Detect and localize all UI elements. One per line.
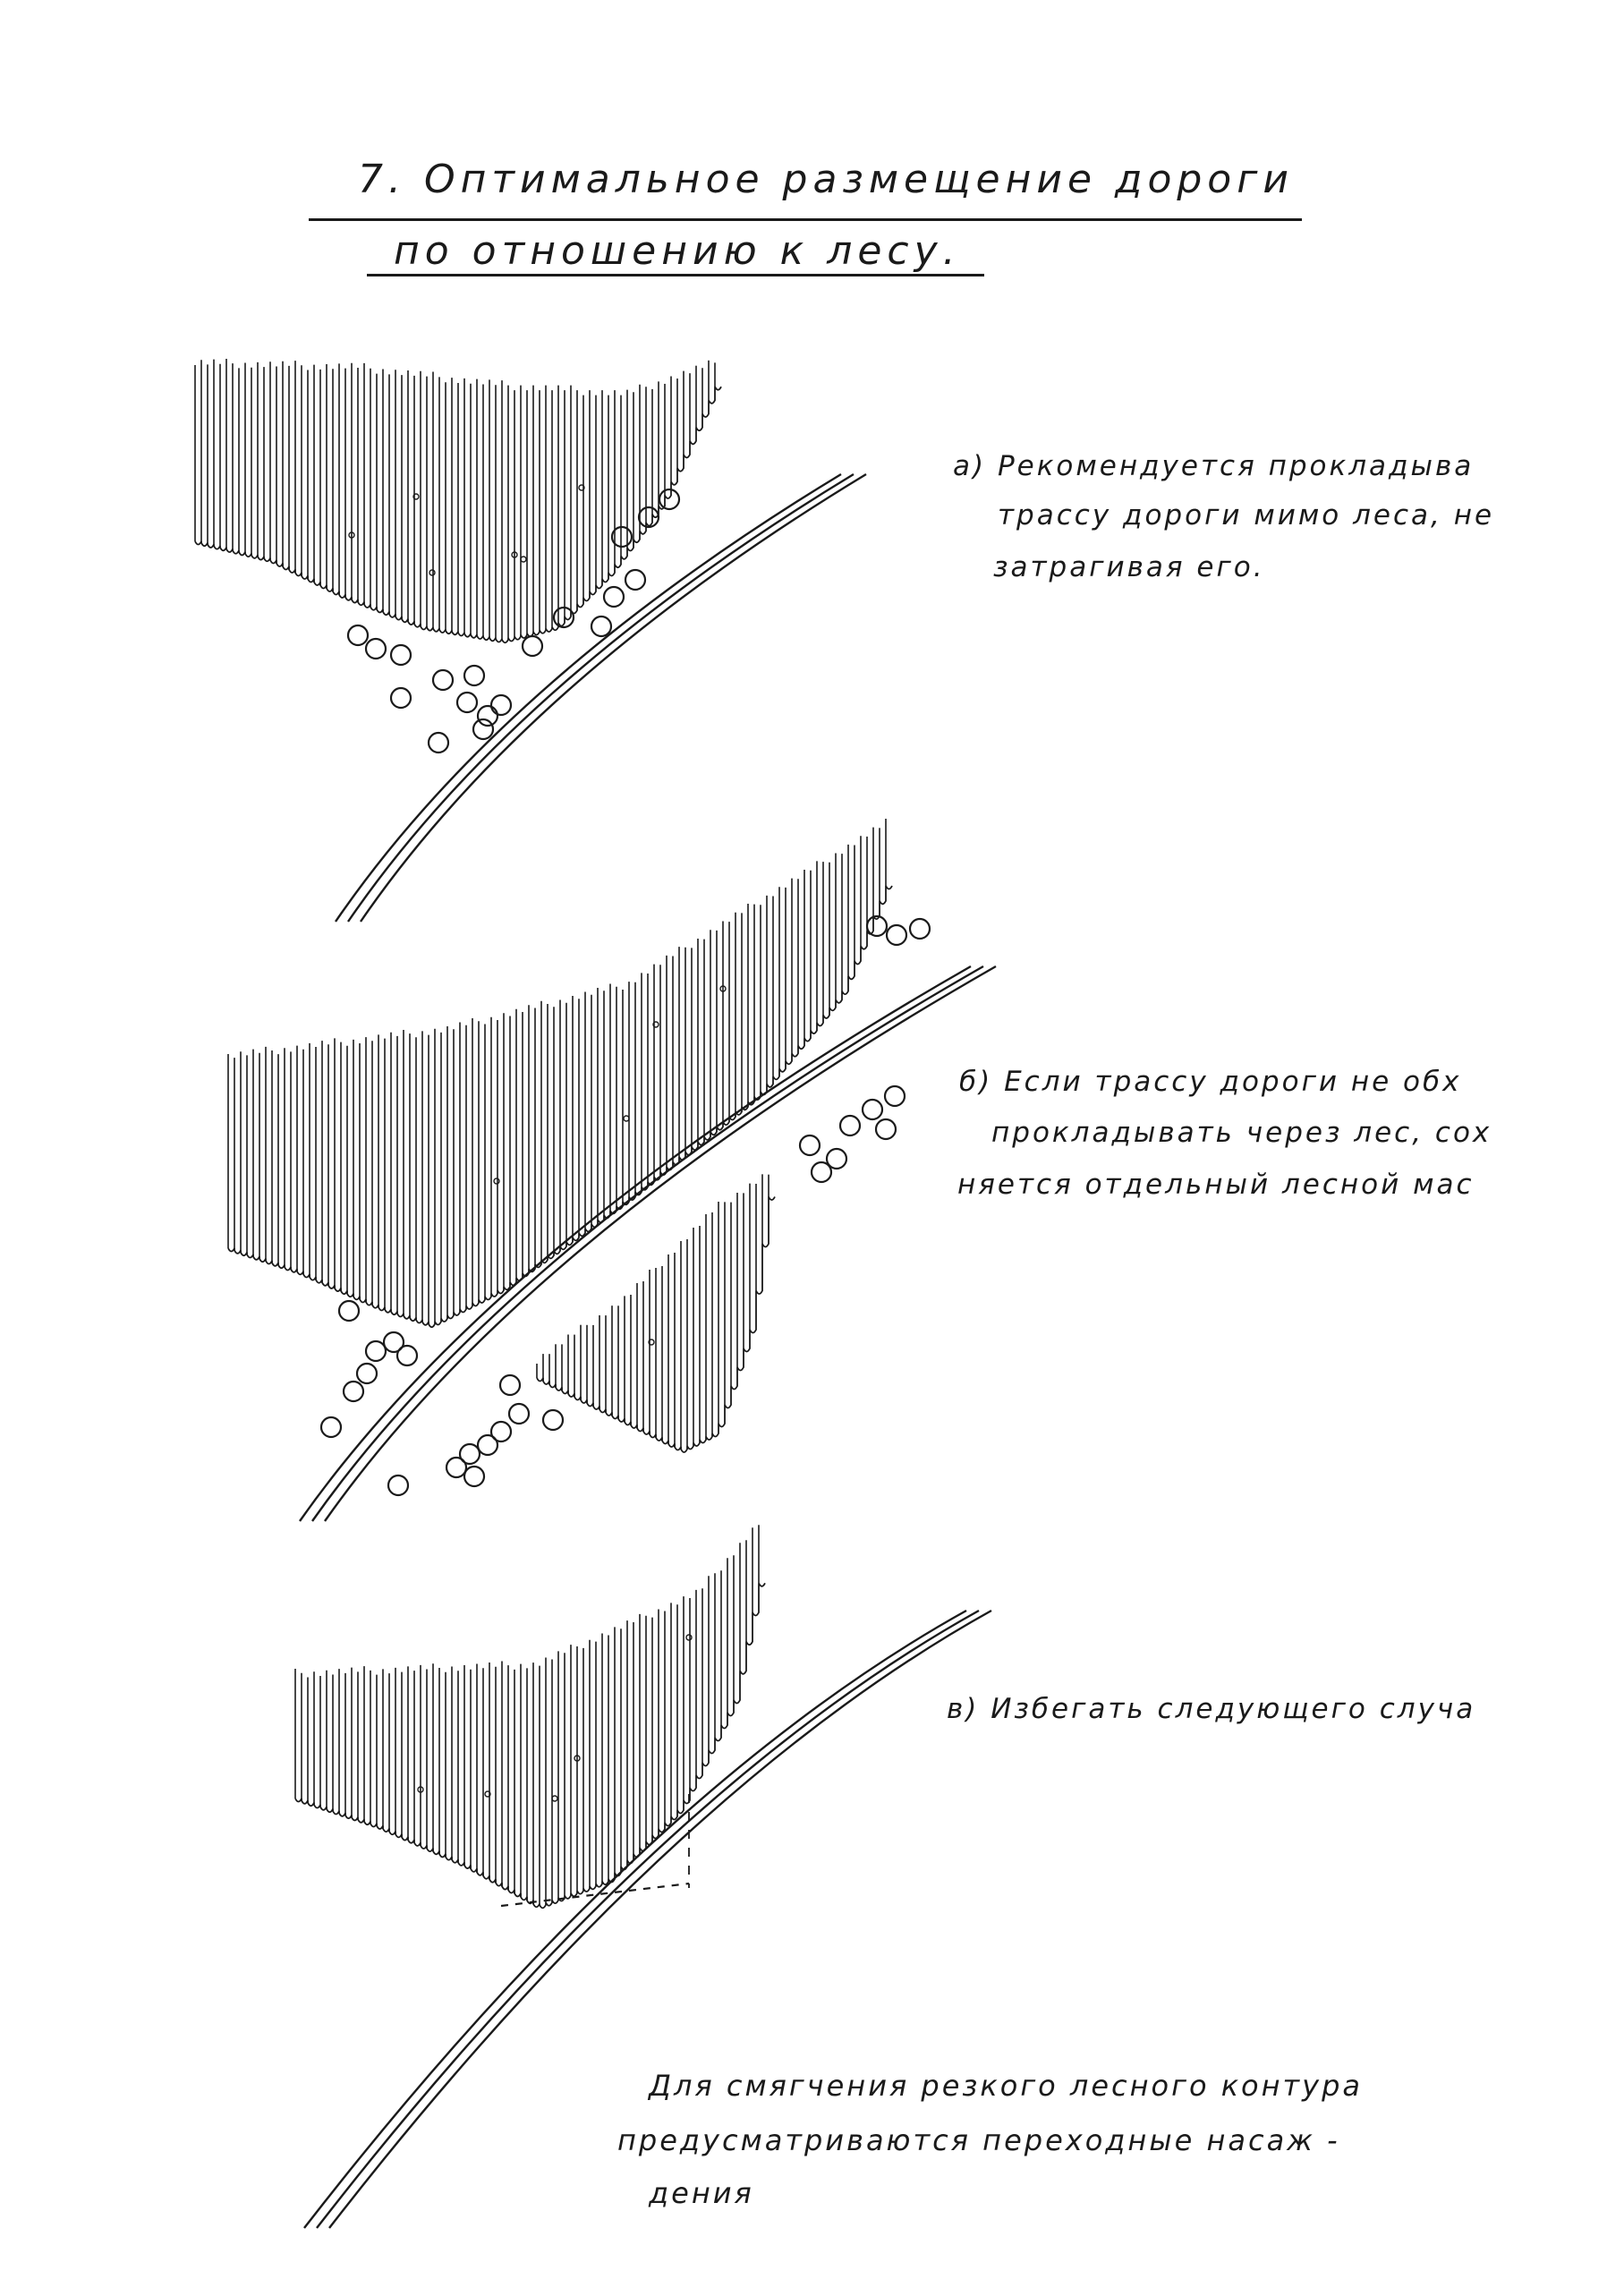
- title-line-2: по отношению к лесу.: [394, 228, 961, 274]
- forest-b-island: [536, 1174, 776, 1453]
- note-line-3: дения: [649, 2176, 754, 2210]
- diagram-c: [294, 1525, 992, 2229]
- note-line-2: предусматриваются переходные насаж -: [617, 2123, 1340, 2157]
- trees-b: [319, 914, 931, 1497]
- trees-a: [346, 488, 681, 754]
- road-b: [299, 965, 997, 1522]
- title-underline-2: [367, 274, 984, 276]
- road-c: [303, 1609, 992, 2229]
- road-a: [335, 472, 867, 923]
- note-line-1: Для смягчения резкого лесного контура: [649, 2069, 1364, 2103]
- forest-b-main: [227, 819, 893, 1329]
- caption-b-line-1: б) Если трассу дороги не обх: [959, 1066, 1462, 1098]
- title-line-1: 7. Оптимальное размещение дороги: [358, 157, 1294, 202]
- diagram-b: [227, 819, 997, 1522]
- caption-b-line-2: прокладывать через лес, сох: [991, 1117, 1492, 1149]
- forest-a: [194, 358, 722, 644]
- caption-c-line-1: в) Избегать следующего случа: [947, 1693, 1476, 1725]
- dashed-contour-c: [500, 1882, 690, 1908]
- caption-a-line-1: а) Рекомендуется прокладыва: [953, 450, 1475, 482]
- diagram-a: [194, 358, 867, 923]
- caption-a-line-2: трассу дороги мимо леса, не: [998, 499, 1495, 531]
- title-underline-1: [309, 218, 1302, 221]
- caption-b-line-3: няется отдельный лесной мас: [957, 1169, 1475, 1201]
- forest-c: [294, 1525, 766, 1909]
- caption-a-line-3: затрагивая его.: [993, 551, 1265, 583]
